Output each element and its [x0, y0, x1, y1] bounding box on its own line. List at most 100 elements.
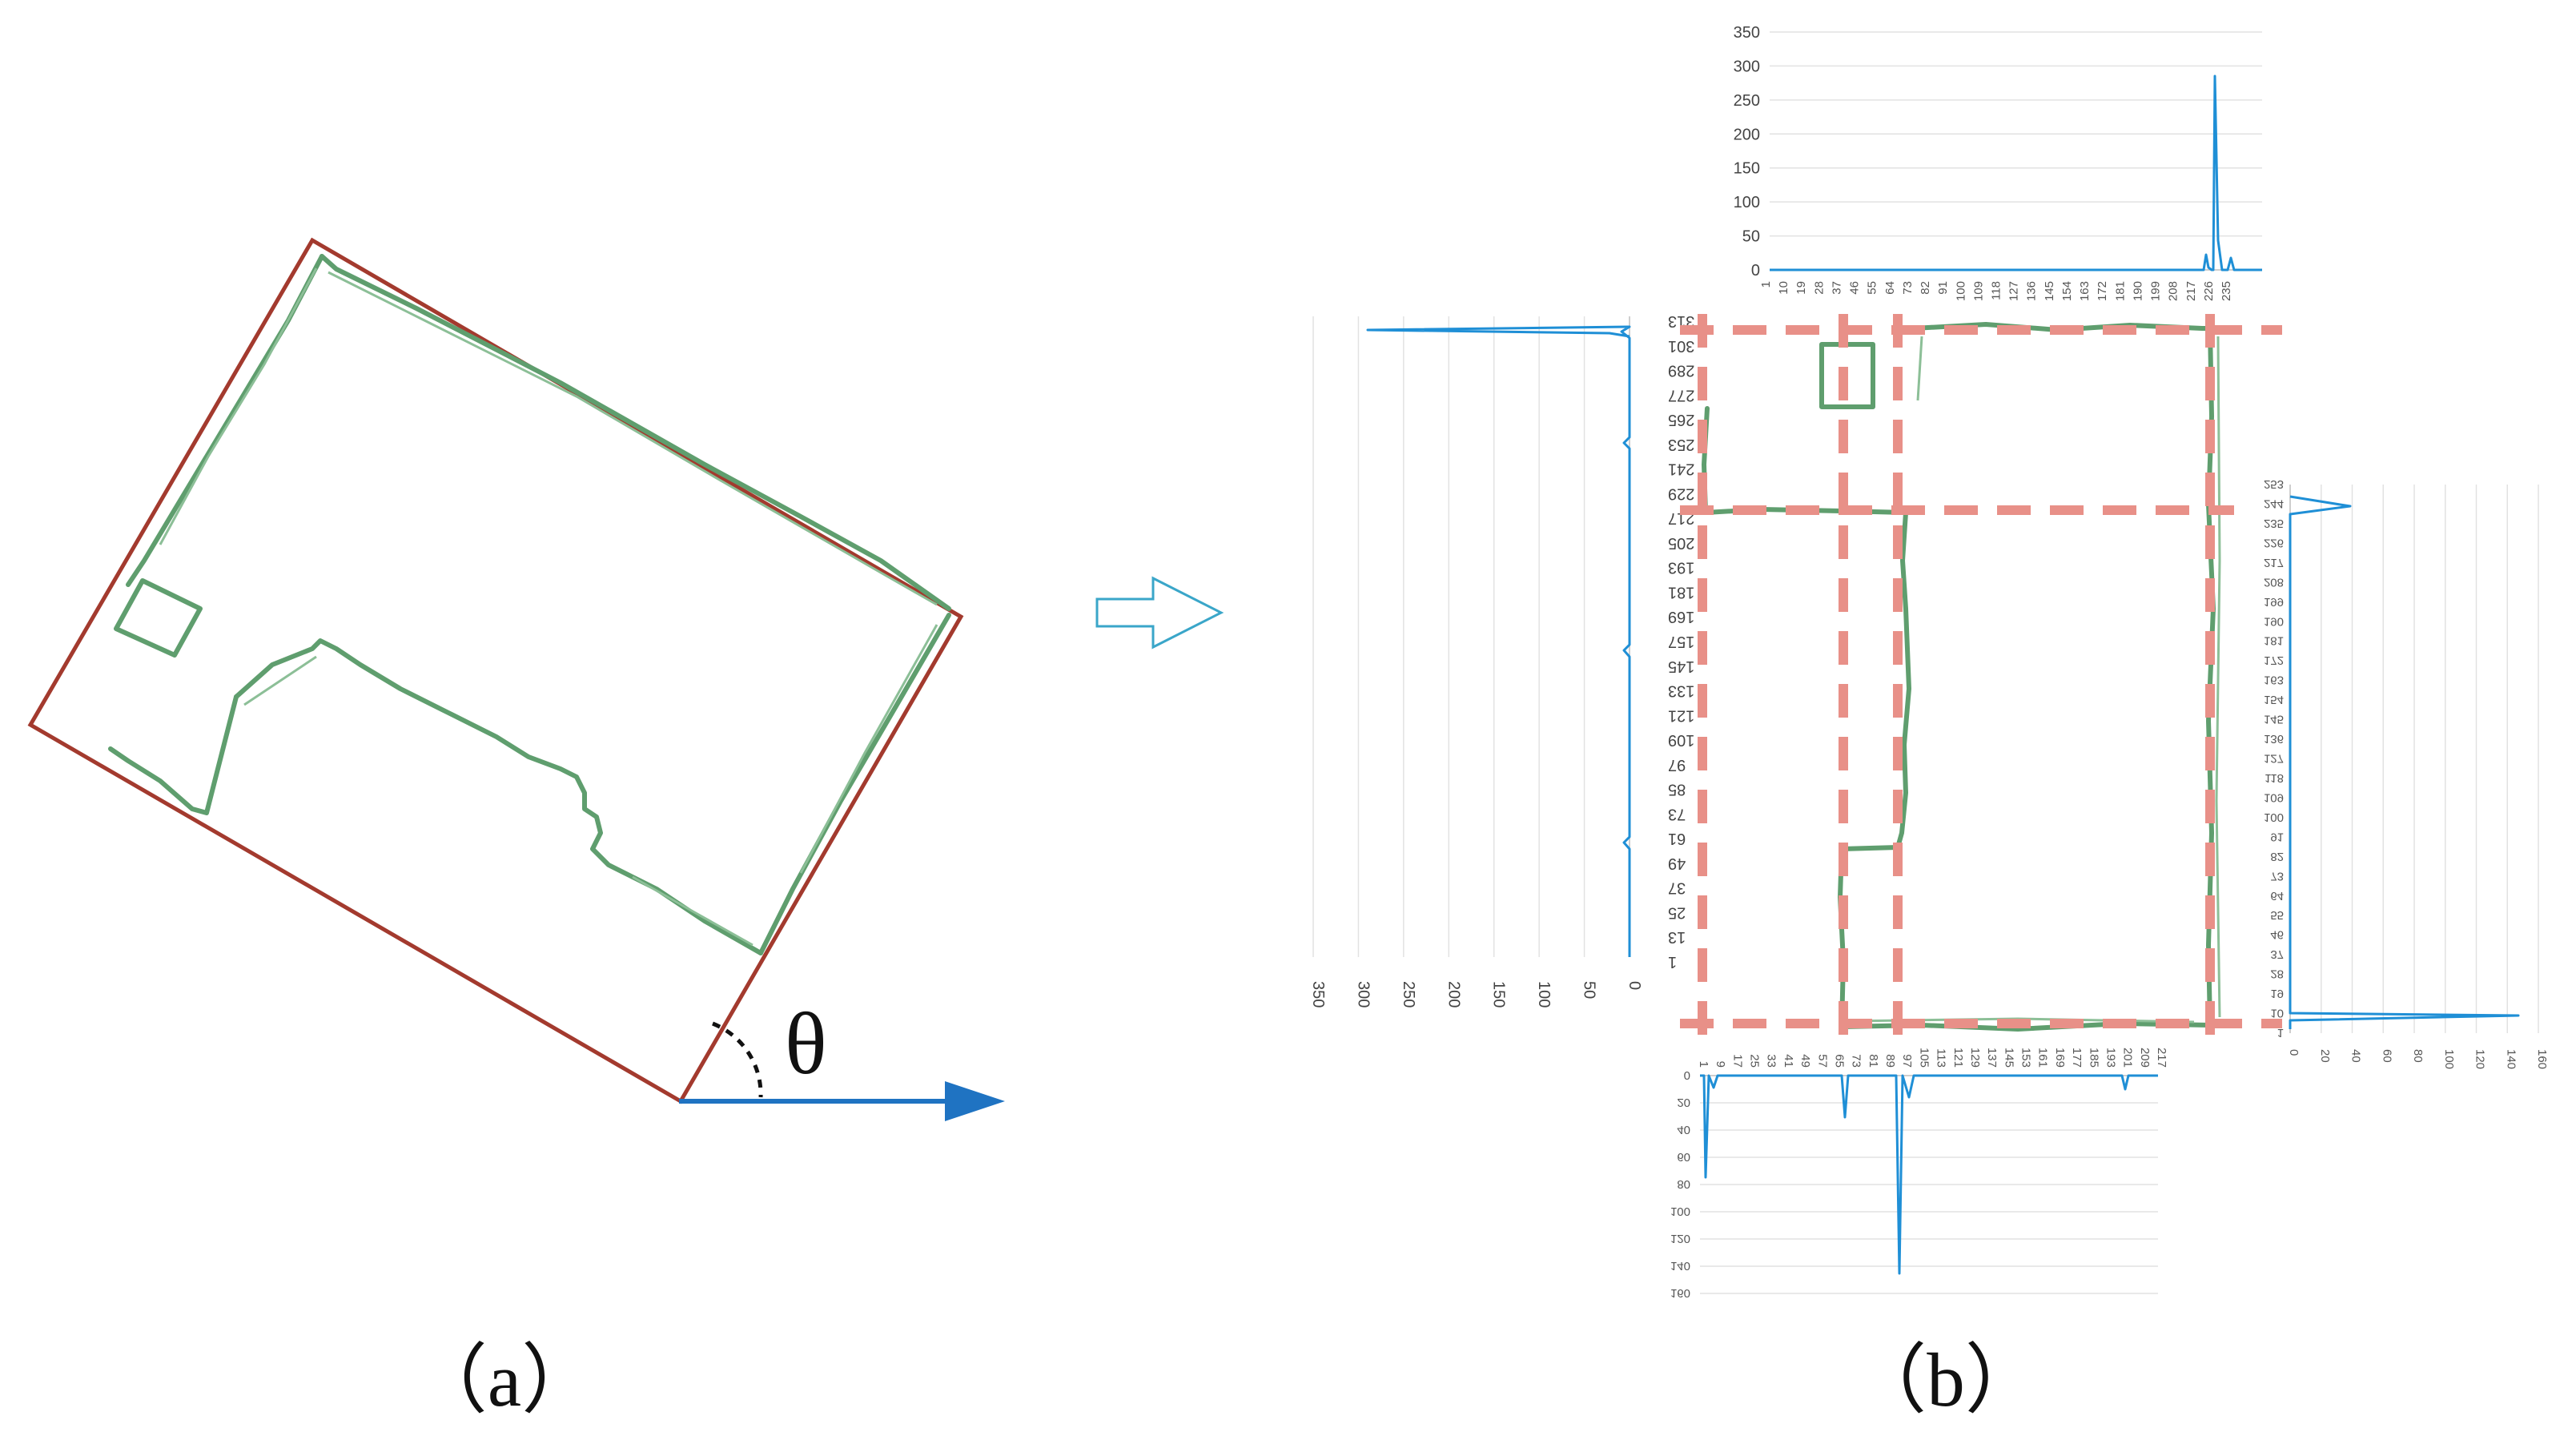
bottom-ytick-label: 40 — [1677, 1123, 1690, 1136]
top-xtick-label: 199 — [2149, 281, 2163, 301]
bottom-xtick-label: 129 — [1968, 1048, 1982, 1068]
left-ytick-label: 200 — [1445, 981, 1462, 1008]
top-histogram-series — [1770, 74, 2262, 272]
right-xtick-label: 118 — [2265, 771, 2284, 785]
bottom-xtick-label: 161 — [2036, 1048, 2050, 1068]
right-xtick-label: 181 — [2264, 634, 2284, 648]
right-xtick-label: 91 — [2270, 830, 2284, 843]
top-xtick-label: 19 — [1794, 281, 1808, 295]
left-xtick-label: 25 — [1668, 903, 1686, 921]
left-ytick-label: 0 — [1626, 981, 1643, 990]
bottom-ytick-label: 140 — [1670, 1259, 1690, 1273]
top-xtick-label: 172 — [2096, 281, 2109, 301]
top-xtick-label: 55 — [1866, 281, 1879, 295]
right-histogram-series — [2289, 495, 2520, 1029]
top-xtick-label: 1 — [1759, 281, 1773, 288]
right-xtick-label: 163 — [2264, 674, 2284, 687]
left-xtick-label: 61 — [1668, 830, 1686, 847]
left-xtick-label: 145 — [1668, 658, 1694, 675]
bottom-xtick-label: 145 — [2002, 1048, 2015, 1068]
left-xtick-label: 181 — [1668, 583, 1694, 601]
right-xtick-label: 208 — [2264, 575, 2284, 589]
right-xtick-label: 226 — [2264, 536, 2284, 549]
left-xtick-label: 265 — [1668, 411, 1694, 428]
left-xtick-label: 229 — [1668, 485, 1694, 502]
right-xtick-label: 55 — [2270, 908, 2284, 922]
top-xtick-label: 109 — [1971, 281, 1985, 301]
bottom-xtick-label: 57 — [1815, 1054, 1829, 1068]
bounding-box — [27, 237, 964, 1104]
projection-lines — [1680, 314, 2282, 1041]
right-xtick-label: 10 — [2270, 1007, 2284, 1020]
right-ytick-label: 160 — [2535, 1049, 2549, 1069]
right-xtick-label: 145 — [2264, 713, 2284, 726]
bottom-xtick-label: 33 — [1765, 1054, 1778, 1068]
top-xtick-label: 10 — [1777, 281, 1790, 295]
top-xtick-label: 118 — [1990, 281, 2003, 300]
bottom-xtick-label: 209 — [2138, 1048, 2152, 1068]
top-xtick-label: 181 — [2113, 281, 2127, 301]
right-ytick-label: 80 — [2411, 1049, 2425, 1063]
room-box — [114, 578, 203, 658]
right-xtick-label: 217 — [2264, 556, 2284, 569]
right-xtick-label: 19 — [2270, 987, 2284, 1000]
bottom-xtick-label: 201 — [2121, 1048, 2135, 1068]
left-xtick-label: 109 — [1668, 731, 1694, 749]
bottom-ytick-label: 80 — [1677, 1177, 1690, 1191]
bottom-xtick-label: 65 — [1832, 1054, 1846, 1068]
right-xtick-label: 253 — [2264, 477, 2284, 491]
right-ytick-label: 0 — [2287, 1049, 2301, 1056]
left-ytick-label: 150 — [1490, 981, 1508, 1008]
right-ytick-label: 120 — [2474, 1049, 2487, 1069]
left-ytick-label: 250 — [1400, 981, 1417, 1008]
left-xtick-label: 277 — [1668, 386, 1694, 404]
bottom-xtick-label: 49 — [1798, 1054, 1812, 1068]
top-xtick-label: 127 — [2007, 281, 2021, 301]
right-xtick-label: 64 — [2270, 889, 2284, 903]
bottom-xtick-label: 193 — [2104, 1048, 2117, 1068]
left-xtick-label: 13 — [1668, 928, 1686, 946]
left-xtick-label: 133 — [1668, 682, 1694, 700]
left-xtick-label: 289 — [1668, 362, 1694, 380]
right-ytick-label: 60 — [2380, 1049, 2393, 1063]
bottom-xtick-label: 9 — [1714, 1061, 1727, 1068]
bottom-xtick-label: 169 — [2053, 1048, 2067, 1068]
top-xtick-label: 82 — [1919, 281, 1932, 295]
top-xtick-label: 190 — [2131, 281, 2144, 301]
right-xtick-label: 1 — [2277, 1026, 2284, 1040]
bottom-xtick-label: 17 — [1730, 1054, 1744, 1068]
bottom-xtick-label: 73 — [1850, 1054, 1863, 1068]
bottom-xtick-label: 1 — [1697, 1061, 1710, 1068]
top-xtick-label: 91 — [1936, 281, 1950, 295]
left-histogram: 0501001502002503003501132537496173859710… — [1309, 312, 1694, 1008]
bottom-xtick-label: 105 — [1917, 1048, 1931, 1068]
left-xtick-label: 1 — [1668, 953, 1677, 971]
bottom-histogram-series — [1700, 1074, 2158, 1275]
top-xtick-label: 217 — [2184, 281, 2198, 301]
right-ytick-label: 140 — [2504, 1049, 2518, 1069]
left-xtick-label: 73 — [1668, 805, 1686, 823]
right-xtick-label: 154 — [2264, 693, 2284, 706]
left-histogram-series — [1366, 325, 1631, 957]
bottom-ytick-label: 120 — [1670, 1232, 1690, 1245]
top-xtick-label: 37 — [1830, 281, 1843, 295]
aligned-floorplan — [1702, 322, 2221, 1032]
top-ytick-label: 300 — [1734, 58, 1760, 75]
bottom-xtick-label: 121 — [1951, 1048, 1965, 1068]
bottom-xtick-label: 217 — [2155, 1048, 2168, 1068]
bottom-xtick-label: 41 — [1782, 1054, 1795, 1068]
left-xtick-label: 241 — [1668, 461, 1694, 478]
bottom-ytick-label: 160 — [1670, 1286, 1690, 1300]
caption-a: （a） — [412, 1337, 597, 1422]
panel-a: θ （a） — [27, 237, 1005, 1422]
top-xtick-label: 154 — [2060, 281, 2074, 301]
right-arrow-icon — [1095, 576, 1224, 650]
right-xtick-label: 73 — [2270, 869, 2284, 883]
left-ytick-label: 350 — [1309, 981, 1327, 1008]
right-ytick-label: 20 — [2318, 1049, 2332, 1063]
top-ytick-label: 150 — [1734, 160, 1760, 178]
bottom-xtick-label: 185 — [2087, 1048, 2100, 1068]
